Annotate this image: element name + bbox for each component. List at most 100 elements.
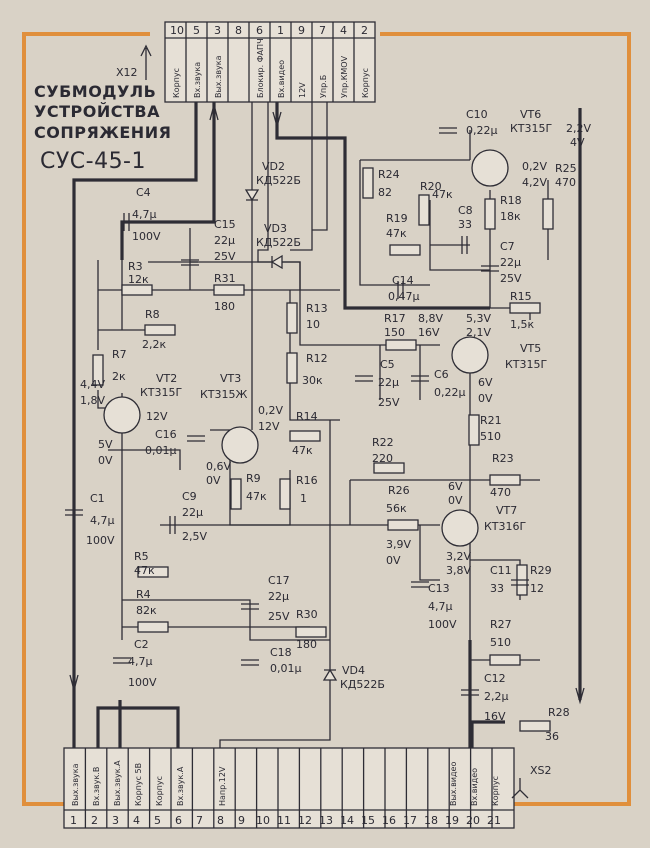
- label-r25-ref: R25: [555, 162, 577, 175]
- label-r16-ref: R16: [296, 474, 318, 487]
- wiring: [69, 102, 585, 748]
- v-vt5-c2: 2,1V: [466, 326, 491, 339]
- label-r16-val: 1: [300, 492, 307, 505]
- label-vd4-ref: VD4: [342, 664, 365, 677]
- component-graphics: [65, 127, 554, 732]
- label-c16-val: 0,01μ: [145, 444, 177, 457]
- xs2-pin-2-num: 2: [91, 814, 98, 827]
- v-vt7-c2: 0V: [448, 494, 463, 507]
- label-c1-val: 4,7μ: [90, 514, 115, 527]
- xs2-pin-5-num: 5: [154, 814, 161, 827]
- r5-resistor: [137, 566, 169, 578]
- r15-resistor: [509, 302, 541, 314]
- v-vt3-c: 0,2V: [258, 404, 283, 417]
- label-r13-val: 10: [306, 318, 320, 331]
- label-c11-val: 33: [490, 582, 504, 595]
- label-c5-ref: C5: [380, 358, 395, 371]
- xs2-pin-9-num: 9: [238, 814, 245, 827]
- v-vt2-b: 12V: [146, 410, 168, 423]
- x12-pin-2-num: 2: [361, 24, 368, 37]
- label-r7-ref: R7: [112, 348, 127, 361]
- label-r22-val: 220: [372, 452, 393, 465]
- label-vt2-ref: VT2: [156, 372, 177, 385]
- label-r17-val: 150: [384, 326, 405, 339]
- v-vt6-b: 2,2V: [566, 122, 591, 135]
- label-r26-ref: R26: [388, 484, 410, 497]
- x12-pin-7-num: 7: [319, 24, 326, 37]
- xs2-pin-17-num: 17: [403, 814, 417, 827]
- xs2-pin-7-num: 7: [196, 814, 203, 827]
- label-r18-val: 18к: [500, 210, 521, 223]
- label-r8-ref: R8: [145, 308, 160, 321]
- x12-pin-2-label: Корпус: [361, 68, 370, 98]
- r16-resistor: [279, 478, 291, 510]
- label-c17-val: 22μ: [268, 590, 289, 603]
- xs2-pin-19-num: 19: [445, 814, 459, 827]
- label-c18-ref: C18: [270, 646, 292, 659]
- v-vt6-e: 0,2V: [522, 160, 547, 173]
- label-c5-val: 22μ: [378, 376, 399, 389]
- label-c8-ref: C8: [458, 204, 473, 217]
- label-c9-val: 22μ: [182, 506, 203, 519]
- r8-resistor: [144, 324, 176, 336]
- c14-capacitor: [397, 281, 404, 299]
- xs2-pin-8-label: Напр.12V: [218, 766, 227, 806]
- label-c2-ref: C2: [134, 638, 149, 651]
- label-r22-ref: R22: [372, 436, 394, 449]
- label-r28-val: 36: [545, 730, 559, 743]
- label-c16-ref: C16: [155, 428, 177, 441]
- label-c15-val: 22μ: [214, 234, 235, 247]
- label-c7-ref: C7: [500, 240, 515, 253]
- label-c15-ref: C15: [214, 218, 236, 231]
- label-c9-v: 2,5V: [182, 530, 207, 543]
- label-r12-ref: R12: [306, 352, 328, 365]
- xs2-pin-3-num: 3: [112, 814, 119, 827]
- xs2-pin-21-label: Корпус: [491, 776, 500, 806]
- label-c15-v: 25V: [214, 250, 236, 263]
- rail-bottom-loop: [96, 706, 180, 748]
- label-r20-ref: R20: [420, 180, 442, 193]
- label-r19-val: 47к: [386, 227, 407, 240]
- c2-capacitor: [113, 657, 131, 664]
- xs2-pin-14-num: 14: [340, 814, 354, 827]
- r30-resistor: [295, 626, 327, 638]
- label-c4-ref: C4: [136, 186, 151, 199]
- r26-resistor: [387, 519, 419, 531]
- xs2-pin-2-label: Вх.звук.В: [92, 767, 101, 806]
- r18-resistor: [484, 198, 496, 230]
- label-c10-val: 0,22μ: [466, 124, 498, 137]
- xs2-pin-4-num: 4: [133, 814, 140, 827]
- c6-capacitor: [411, 375, 429, 382]
- x12-pin-1-num: 1: [277, 24, 284, 37]
- r3-resistor: [121, 284, 153, 296]
- label-c10-ref: C10: [466, 108, 488, 121]
- label-vd2-val: КД522Б: [256, 174, 301, 187]
- v-vt7-c: 6V: [448, 480, 463, 493]
- xs2-pin-1-label: Вых.звука: [71, 763, 80, 806]
- xs2-fork-icon: [511, 778, 529, 799]
- x12-pin-6-label: Блокир. ФАПЧ: [256, 38, 265, 98]
- xs2-pin-16-num: 16: [382, 814, 396, 827]
- label-c13-val: 4,7μ: [428, 600, 453, 613]
- label-r25-val: 470: [555, 176, 576, 189]
- xs2-pin-5-label: Корпус: [155, 776, 164, 806]
- label-c14-val: 0,47μ: [388, 290, 420, 303]
- vt5-symbol: [451, 336, 489, 374]
- vt6-symbol: [471, 149, 509, 187]
- vt7-symbol: [441, 509, 479, 547]
- label-c18-val: 0,01μ: [270, 662, 302, 675]
- c1-capacitor: [65, 509, 83, 516]
- v-vt6-e2: 4,2V: [522, 176, 547, 189]
- label-c5-v: 25V: [378, 396, 400, 409]
- r17-resistor: [385, 339, 417, 351]
- xs2-pin-11-num: 11: [277, 814, 291, 827]
- label-r14-val: 47к: [292, 444, 313, 457]
- label-r26-val: 56к: [386, 502, 407, 515]
- x12-pin-10-label: Корпус: [172, 68, 181, 98]
- x12-pin-10-num: 10: [170, 24, 184, 37]
- label-vd4-val: КД522Б: [340, 678, 385, 691]
- x12-pins: 10 5 3 8 6 1 9 7 4 2 Корпус Вх.звука Вых…: [165, 22, 375, 102]
- rail-left: [72, 102, 198, 748]
- label-r23-ref: R23: [492, 452, 514, 465]
